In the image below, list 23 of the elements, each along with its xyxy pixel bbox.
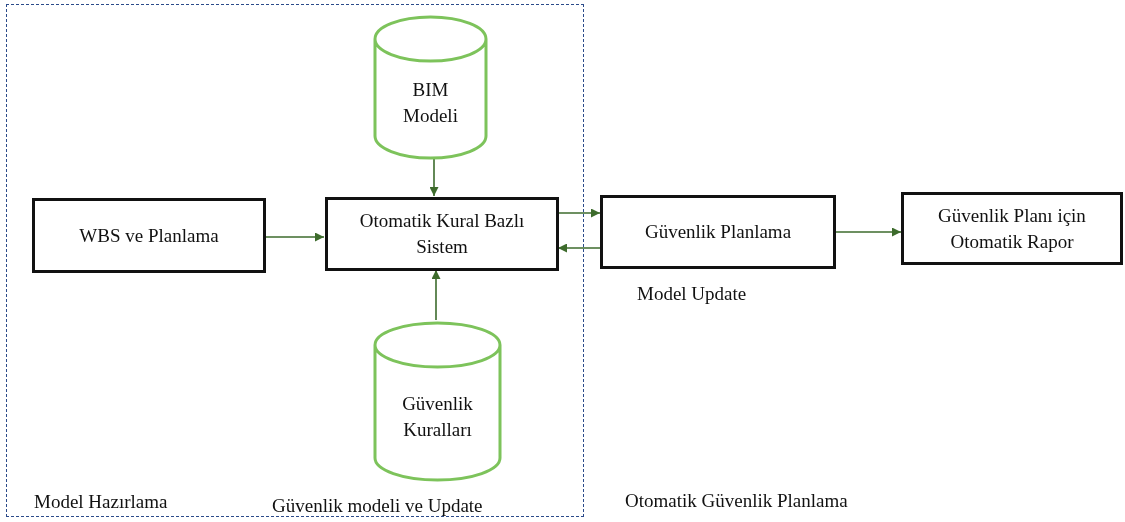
node-label: Güvenlik Planlama — [644, 220, 792, 245]
arrow — [835, 227, 902, 237]
node-label: Otomatik Kural Bazlı Sistem — [358, 209, 526, 259]
node-label: Güvenlik Kuralları — [401, 391, 474, 442]
dashed-group-frame — [6, 4, 584, 517]
process-box — [32, 198, 266, 273]
arrow — [557, 243, 601, 253]
node-label: Güvenlik Planı için Otomatik Rapor — [937, 203, 1087, 254]
node-label: BIM Modeli — [402, 77, 459, 128]
process-box — [325, 197, 559, 271]
process-box — [901, 192, 1123, 265]
arrow — [429, 158, 439, 197]
note-text: Otomatik Güvenlik Planlama — [625, 490, 848, 512]
group-label: Güvenlik modeli ve Update — [272, 495, 483, 517]
arrow — [557, 208, 601, 218]
database-cylinder — [373, 321, 502, 482]
arrow — [264, 232, 325, 242]
note-text: Model Update — [637, 283, 747, 305]
process-box — [600, 195, 836, 269]
database-cylinder — [373, 15, 488, 160]
node-label: WBS ve Planlama — [79, 223, 219, 248]
group-label: Model Hazırlama — [34, 491, 168, 513]
arrow — [431, 269, 441, 321]
